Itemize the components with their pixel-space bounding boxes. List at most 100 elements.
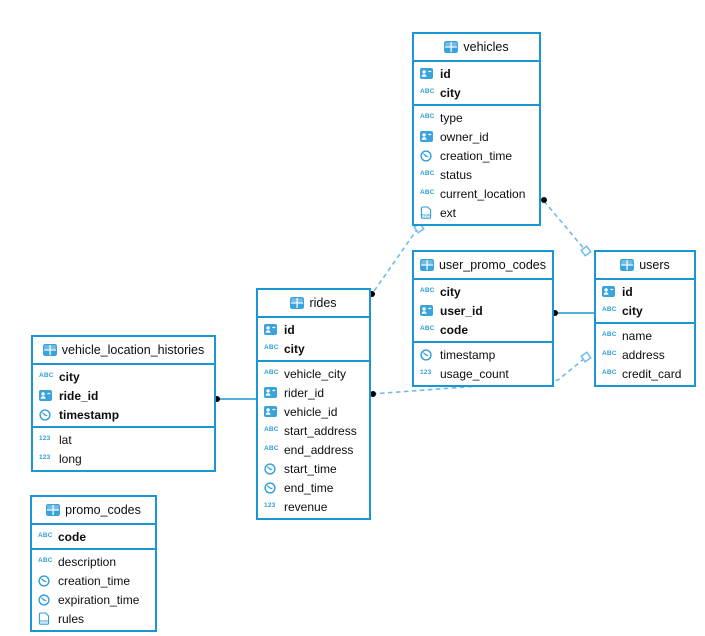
table-icon: [419, 259, 434, 271]
field-name: lat: [59, 432, 72, 447]
field-name: city: [59, 369, 80, 384]
table-header[interactable]: vehicles: [414, 34, 539, 62]
time-type-icon: [420, 149, 435, 162]
abc-type-icon: ABC: [602, 369, 617, 377]
abc-type-icon: ABC: [38, 532, 53, 540]
field-name: start_address: [284, 423, 357, 438]
field-name: description: [58, 554, 117, 569]
field-name: user_id: [440, 303, 483, 318]
field-row-city[interactable]: ABC city: [33, 367, 214, 386]
relation-line-vehicles-rides[interactable]: [371, 227, 419, 295]
field-name: vehicle_id: [284, 404, 338, 419]
field-row-owner_id[interactable]: owner_id: [414, 127, 539, 146]
field-name: timestamp: [59, 407, 120, 422]
field-row-id[interactable]: id: [414, 64, 539, 83]
field-row-id[interactable]: id: [258, 320, 369, 339]
abc-type-icon: ABC: [38, 557, 53, 565]
table-header[interactable]: rides: [258, 290, 369, 318]
field-row-creation_time[interactable]: creation_time: [32, 571, 155, 590]
table-header[interactable]: vehicle_location_histories: [33, 337, 214, 365]
abc-type-icon: ABC: [39, 372, 54, 380]
field-name: status: [440, 167, 473, 182]
field-name: id: [440, 66, 451, 81]
abc-type-icon: ABC: [420, 287, 435, 295]
ref-type-icon: [420, 131, 435, 142]
abc-type-icon: ABC: [264, 426, 279, 434]
ref-type-icon: [264, 324, 279, 335]
table-icon: [444, 41, 459, 53]
field-row-rules[interactable]: JSON rules: [32, 609, 155, 628]
table-title: vehicles: [463, 40, 509, 54]
abc-type-icon: ABC: [420, 325, 435, 333]
field-name: type: [440, 110, 463, 125]
field-name: end_time: [284, 480, 334, 495]
field-name: rules: [58, 611, 85, 626]
field-name: address: [622, 347, 665, 362]
table-icon: [42, 344, 57, 356]
field-row-vehicle_id[interactable]: vehicle_id: [258, 402, 369, 421]
table-header[interactable]: promo_codes: [32, 497, 155, 525]
field-name: rider_id: [284, 385, 325, 400]
number-type-icon: 123: [264, 502, 276, 510]
field-name: vehicle_city: [284, 366, 347, 381]
relation-line-rides-users[interactable]: [371, 357, 586, 395]
table-title: user_promo_codes: [438, 258, 546, 272]
number-type-icon: 123: [39, 454, 51, 462]
abc-type-icon: ABC: [602, 306, 617, 314]
number-type-icon: 123: [420, 369, 432, 377]
field-row-description[interactable]: ABC description: [32, 552, 155, 571]
ref-type-icon: [602, 286, 617, 297]
field-row-start_address[interactable]: ABC start_address: [258, 421, 369, 440]
field-name: current_location: [440, 186, 526, 201]
relation-dot: [541, 197, 547, 203]
json-type-icon: JSON: [38, 612, 53, 625]
field-row-user_id[interactable]: user_id: [414, 301, 552, 320]
field-row-expiration_time[interactable]: expiration_time: [32, 590, 155, 609]
field-row-start_time[interactable]: start_time: [258, 459, 369, 478]
field-name: ride_id: [59, 388, 99, 403]
field-row-rider_id[interactable]: rider_id: [258, 383, 369, 402]
relation-line-vehicles-users[interactable]: [543, 200, 586, 251]
field-row-city[interactable]: ABC city: [414, 282, 552, 301]
field-row-id[interactable]: id: [596, 282, 694, 301]
table-header[interactable]: user_promo_codes: [414, 252, 552, 280]
field-row-timestamp[interactable]: timestamp: [414, 345, 552, 364]
ref-type-icon: [420, 305, 435, 316]
field-name: city: [440, 284, 461, 299]
field-row-end_time[interactable]: end_time: [258, 478, 369, 497]
field-row-timestamp[interactable]: timestamp: [33, 405, 214, 424]
abc-type-icon: ABC: [264, 344, 279, 352]
relation-diamond: [580, 351, 592, 363]
table-header[interactable]: users: [596, 252, 694, 280]
field-name: expiration_time: [58, 592, 140, 607]
field-row-ride_id[interactable]: ride_id: [33, 386, 214, 405]
field-row-creation_time[interactable]: creation_time: [414, 146, 539, 165]
